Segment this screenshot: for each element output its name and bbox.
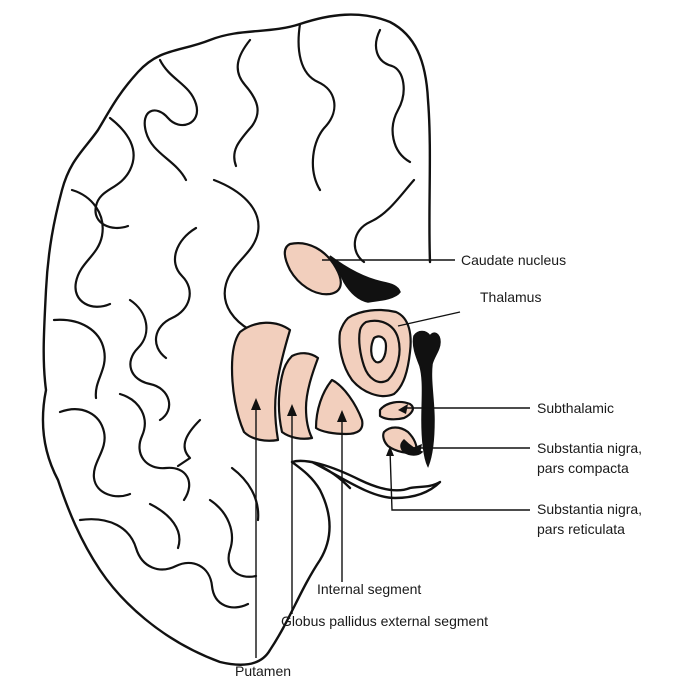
snr-leader (390, 450, 530, 510)
substantia-nigra-compacta-label-line1: Substantia nigra, (537, 440, 642, 456)
substantia-nigra-reticulata-label-line1: Substantia nigra, (537, 501, 642, 517)
subthalamic-nucleus (380, 402, 413, 419)
thalamus-label: Thalamus (480, 289, 541, 305)
subthalamic-label: Subthalamic (537, 400, 614, 416)
internal-segment-label: Internal segment (317, 581, 421, 597)
thalamus-core (371, 336, 386, 362)
putamen-label: Putamen (235, 663, 291, 679)
caudate-nucleus-label: Caudate nucleus (461, 252, 566, 268)
globus-pallidus-external-label: Globus pallidus external segment (281, 613, 488, 629)
substantia-nigra-compacta-label-line2: pars compacta (537, 460, 629, 476)
substantia-nigra-reticulata-label-line2: pars reticulata (537, 521, 625, 537)
